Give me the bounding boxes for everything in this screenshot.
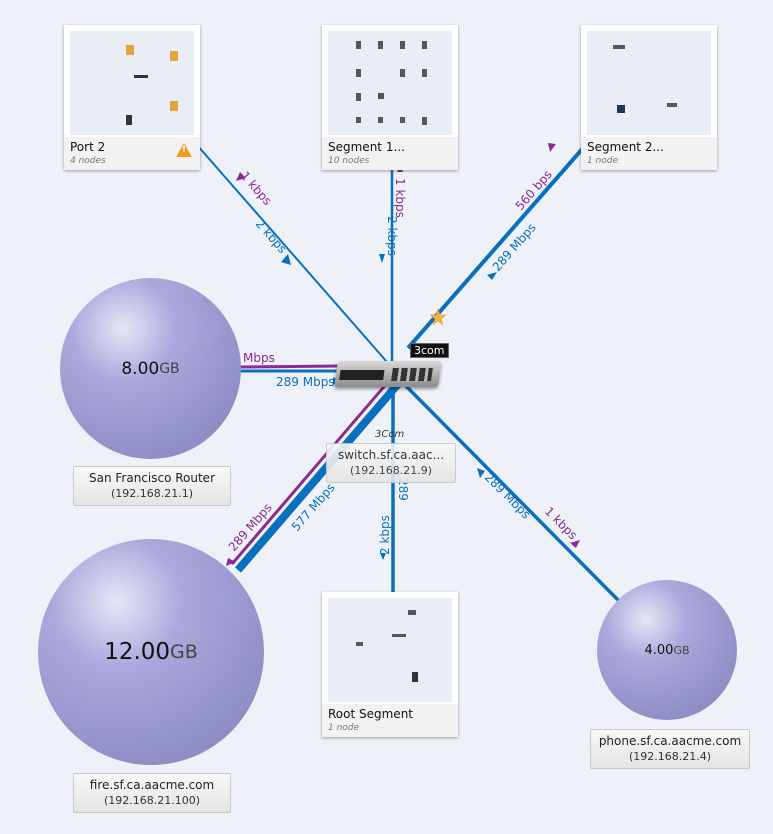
device-label-fire[interactable]: fire.sf.ca.aacme.com (192.168.21.100) <box>73 773 231 813</box>
switch-device[interactable] <box>334 355 442 391</box>
segment1-out-label: 2 kbps <box>385 216 399 256</box>
router-in-label: Mbps <box>243 351 275 365</box>
phone-out-label: 289 Mbps <box>482 470 533 521</box>
segment-thumbnail <box>328 31 452 135</box>
switch-ip: (192.168.21.9) <box>349 464 433 477</box>
segment-card-port2[interactable]: Port 2 4 nodes ! <box>64 25 200 170</box>
segment-node-count: 4 nodes <box>70 156 106 166</box>
segment-thumbnail <box>328 598 452 702</box>
segment-node-count: 10 nodes <box>328 156 370 166</box>
device-ip: (192.168.21.100) <box>103 794 201 807</box>
device-label-router[interactable]: San Francisco Router (192.168.21.1) <box>73 466 231 506</box>
segment-node-count: 1 node <box>328 723 360 733</box>
root-in-label: 289 <box>396 478 410 501</box>
bubble-value: 8.00 <box>121 358 160 379</box>
device-ip: (192.168.21.4) <box>628 750 712 763</box>
segment-thumbnail <box>587 31 711 135</box>
segment1-in-label: 1 kbps <box>393 178 407 218</box>
switch-label[interactable]: switch.sf.ca.aac... (192.168.21.9) <box>326 443 456 483</box>
segment-title: Segment 1... <box>328 140 405 154</box>
star-icon <box>429 308 447 326</box>
bubble-value: 12.00 <box>104 639 171 665</box>
device-name: fire.sf.ca.aacme.com <box>89 778 215 792</box>
segment-card-segment2[interactable]: Segment 2... 1 node <box>581 25 717 170</box>
bubble-unit: GB <box>673 643 690 657</box>
link-fire-out <box>234 381 402 573</box>
warning-icon: ! <box>176 143 192 157</box>
root-out-label: 2 kbps <box>378 515 392 555</box>
link-fire-in <box>230 381 390 565</box>
segment-node-count: 1 node <box>587 156 619 166</box>
bubble-unit: GB <box>170 641 198 663</box>
router-out-label: 289 Mbps <box>276 375 335 389</box>
link-phone <box>403 383 622 604</box>
segment-thumbnail <box>70 31 194 135</box>
switch-vendor: 3Com <box>375 429 405 440</box>
segment-card-segment1[interactable]: Segment 1... 10 nodes <box>322 25 458 170</box>
switch-icon <box>334 361 442 387</box>
device-label-phone[interactable]: phone.sf.ca.aacme.com (192.168.21.4) <box>590 729 750 769</box>
switch-name: switch.sf.ca.aac... <box>337 448 445 462</box>
vendor-badge: 3com <box>410 343 449 358</box>
segment-title: Port 2 <box>70 140 106 154</box>
link-port2 <box>196 144 388 363</box>
segment-title: Segment 2... <box>587 140 664 154</box>
device-ip: (192.168.21.1) <box>110 487 194 500</box>
fire-in-label: 289 Mbps <box>226 501 275 554</box>
segment-title: Root Segment <box>328 707 414 721</box>
segment-card-root[interactable]: Root Segment 1 node <box>322 592 458 737</box>
port2-in-label: 1 kbps <box>238 169 275 208</box>
bubble-value: 4.00 <box>644 642 674 658</box>
link-router-in <box>239 364 341 369</box>
phone-in-label: 1 kbps <box>542 504 580 542</box>
bubble-unit: GB <box>159 360 180 377</box>
device-name: phone.sf.ca.aacme.com <box>598 734 742 748</box>
port2-out-label: 2 kbps <box>253 217 290 256</box>
device-name: San Francisco Router <box>88 471 216 485</box>
